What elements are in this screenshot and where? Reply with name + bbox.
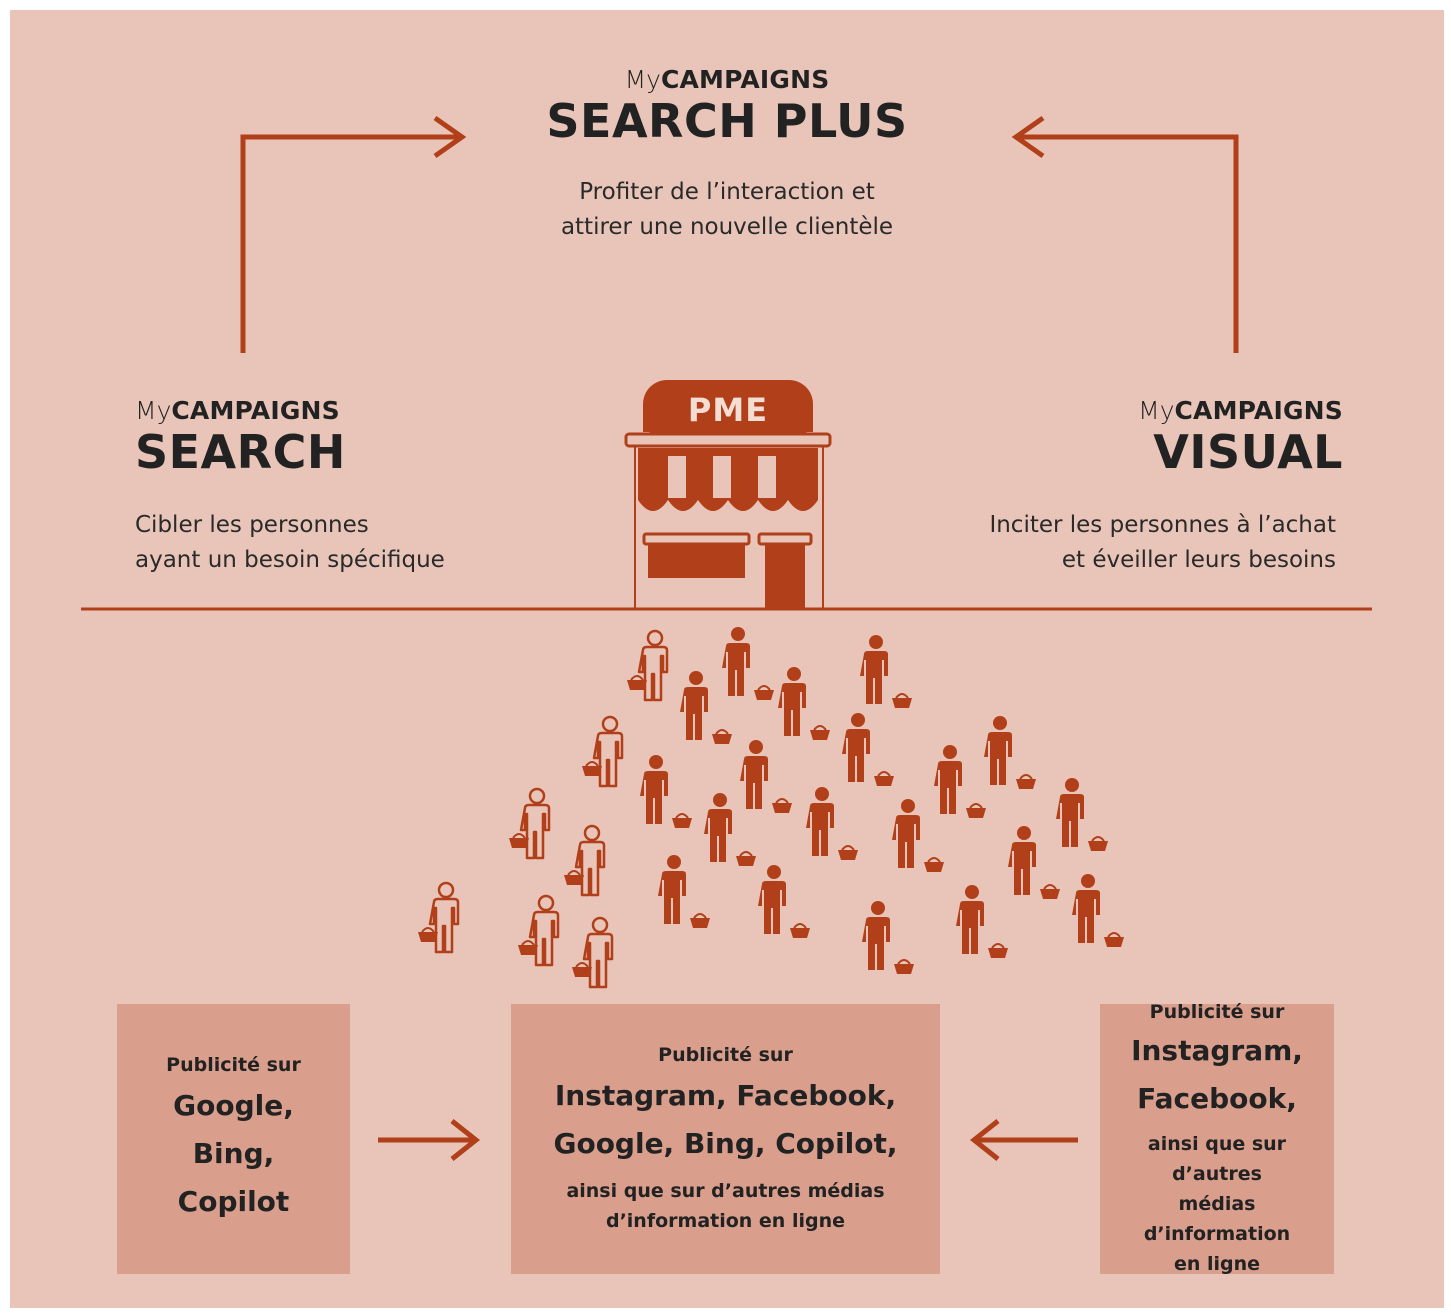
shopper-icon <box>704 793 756 866</box>
shopper-icon <box>1008 826 1060 899</box>
shopper-icon <box>740 740 792 813</box>
shopper-icon <box>582 715 624 788</box>
product-visual: MyCAMPAIGNS VISUAL <box>890 396 1343 478</box>
brand-campaigns: CAMPAIGNS <box>1174 396 1343 425</box>
search-plus-description: Profiter de l’interaction et attirer une… <box>560 179 894 240</box>
arrow-right-box-to-center-box <box>969 1119 1078 1161</box>
shopper-icon <box>658 855 710 928</box>
shopper-icon <box>806 787 858 860</box>
box-intro: Publicité sur <box>166 1054 301 1076</box>
shopper-icon <box>862 901 914 974</box>
brand-campaigns: CAMPAIGNS <box>171 396 340 425</box>
shopper-icon <box>518 894 560 967</box>
ad-box-visual: Publicité sur Instagram, Facebook, ainsi… <box>1100 1001 1334 1275</box>
shopper-icon <box>758 865 810 938</box>
crowd <box>418 627 1124 989</box>
product-search: MyCAMPAIGNS SEARCH <box>135 396 555 478</box>
shopper-icon <box>722 627 774 700</box>
shopper-icon <box>564 824 606 897</box>
diagram-canvas: MyCAMPAIGNS SEARCH PLUS Profiter de l’in… <box>10 10 1444 1308</box>
box-platforms: Instagram, Facebook, Google, Bing, Copil… <box>553 1079 898 1160</box>
diagram-artwork <box>81 115 1372 1161</box>
search-description: Cibler les personnes ayant un besoin spé… <box>135 512 445 573</box>
product-title: SEARCH <box>135 425 346 479</box>
ad-box-search-plus: Publicité sur Instagram, Facebook, Googl… <box>511 1004 940 1274</box>
box-intro: Publicité sur <box>658 1044 793 1066</box>
shopper-icon <box>892 799 944 872</box>
ad-box-search: Publicité sur Google, Bing, Copilot <box>117 1004 350 1274</box>
shopper-icon <box>860 635 912 708</box>
brand-my: My <box>135 396 172 425</box>
shopper-icon <box>956 885 1008 958</box>
box-extra: ainsi que sur d’autres médias d’informat… <box>566 1180 885 1232</box>
shopper-icon <box>418 881 460 954</box>
shopper-icon <box>984 716 1036 789</box>
brand-label: MyCAMPAIGNS <box>477 65 977 95</box>
storefront-icon <box>624 380 832 610</box>
shopper-icon <box>778 667 830 740</box>
product-title: SEARCH PLUS <box>546 94 908 148</box>
shopper-icon <box>572 916 614 989</box>
shopper-icon <box>934 745 986 818</box>
shopper-icon <box>509 787 551 860</box>
brand-label: MyCAMPAIGNS <box>135 396 555 426</box>
box-intro: Publicité sur <box>1149 1001 1285 1023</box>
arrow-search-to-searchplus <box>240 115 467 353</box>
shopper-icon <box>1072 874 1124 947</box>
shopper-icon <box>842 713 894 786</box>
product-title: VISUAL <box>1153 425 1343 479</box>
brand-label: MyCAMPAIGNS <box>890 396 1343 426</box>
brand-campaigns: CAMPAIGNS <box>660 65 830 94</box>
box-extra: ainsi que sur d’autres médias d’informat… <box>1143 1133 1291 1275</box>
shopper-icon <box>627 629 669 702</box>
visual-description: Inciter les personnes à l’achat et éveil… <box>989 512 1336 573</box>
store-sign: PME <box>687 391 769 429</box>
arrow-left-box-to-center-box <box>378 1119 481 1161</box>
box-platforms: Google, Bing, Copilot <box>173 1089 294 1218</box>
brand-my: My <box>1138 396 1175 425</box>
shopper-icon <box>640 755 692 828</box>
shopper-icon <box>680 671 732 744</box>
brand-my: My <box>624 65 661 94</box>
box-platforms: Instagram, Facebook, <box>1131 1034 1303 1115</box>
product-search-plus: MyCAMPAIGNS SEARCH PLUS <box>477 65 977 147</box>
shopper-icon <box>1056 778 1108 851</box>
arrow-visual-to-searchplus <box>1011 115 1239 353</box>
